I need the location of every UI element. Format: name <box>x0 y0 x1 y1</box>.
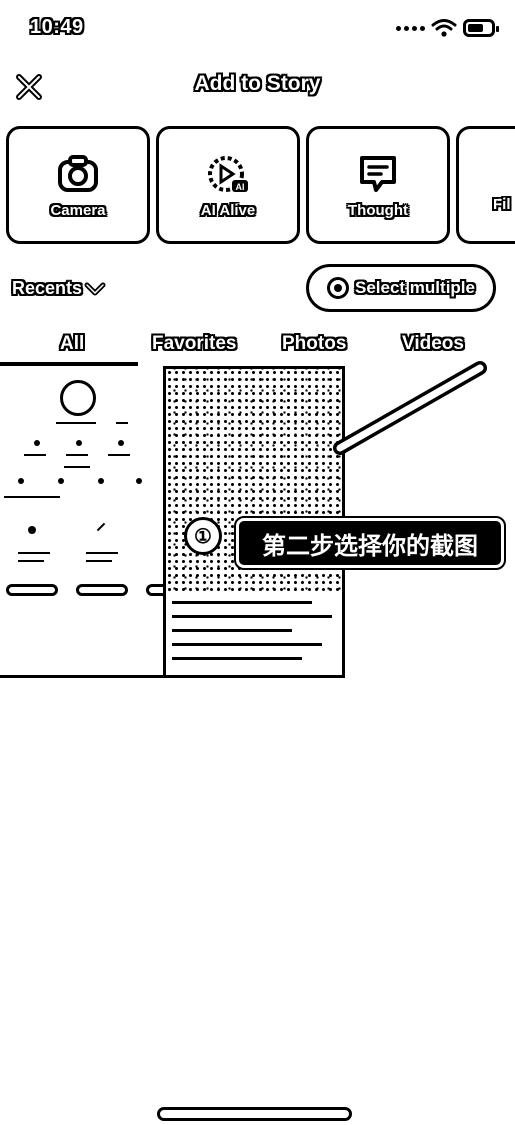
tab-selected-indicator <box>0 362 138 366</box>
story-tools-row: Camera AI AI Alive Thought Fil <box>6 126 515 244</box>
media-tabs: All Favorites Photos Videos <box>0 333 515 363</box>
filter-tile-label: Fil <box>493 196 511 213</box>
wifi-icon <box>431 19 457 37</box>
recents-label: Recents <box>12 278 83 298</box>
media-thumbnail[interactable] <box>0 366 166 678</box>
ai-alive-tile-label: AI Alive <box>200 201 256 219</box>
ai-alive-icon: AI <box>208 155 248 192</box>
ai-badge-text: AI <box>236 182 245 192</box>
status-icons <box>396 18 499 38</box>
camera-icon <box>58 154 98 192</box>
avatar <box>60 380 96 416</box>
select-multiple-button[interactable]: Select multiple <box>306 264 496 312</box>
battery-icon <box>463 19 499 37</box>
annotation-label: 第二步选择你的截图 <box>234 516 506 570</box>
cellular-signal-icon <box>396 25 425 31</box>
tab-videos[interactable]: Videos <box>402 333 464 354</box>
thought-bubble-icon <box>360 155 396 192</box>
select-multiple-icon <box>327 277 349 299</box>
tab-photos[interactable]: Photos <box>282 333 347 354</box>
select-multiple-label: Select multiple <box>355 278 475 297</box>
thought-tile-label: Thought <box>348 201 408 219</box>
status-time: 10:49 <box>30 16 84 38</box>
chevron-down-icon <box>84 282 106 295</box>
page-title: Add to Story <box>194 72 321 95</box>
thought-tile[interactable]: Thought <box>306 126 450 244</box>
camera-tile[interactable]: Camera <box>6 126 150 244</box>
home-indicator[interactable] <box>157 1107 352 1121</box>
step-number-badge: ① <box>184 517 222 555</box>
tab-favorites[interactable]: Favorites <box>152 333 237 354</box>
close-icon[interactable] <box>14 72 44 102</box>
tab-all[interactable]: All <box>60 333 85 354</box>
annotation-pointer-line <box>333 361 487 455</box>
recents-dropdown[interactable]: Recents <box>12 278 106 299</box>
filter-tile[interactable]: Fil <box>456 126 515 244</box>
ai-alive-tile[interactable]: AI AI Alive <box>156 126 300 244</box>
camera-tile-label: Camera <box>50 201 106 219</box>
